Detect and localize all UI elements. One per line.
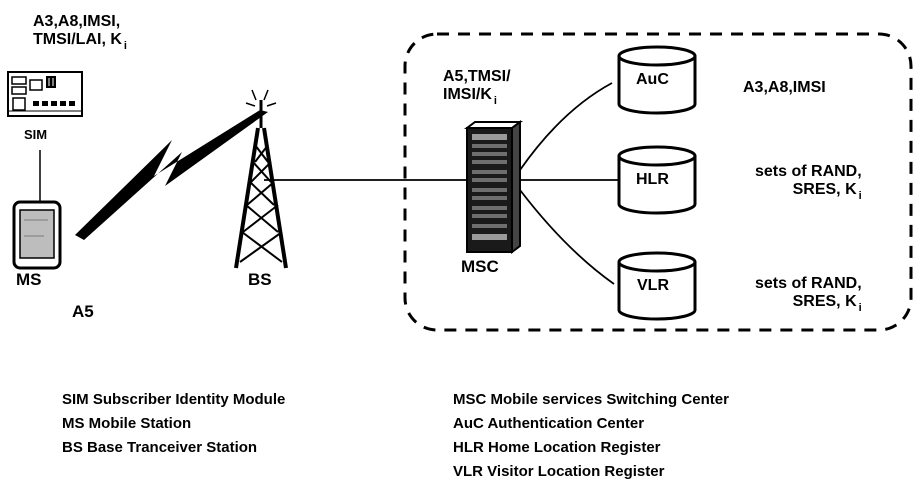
legend-item: AuC Authentication Center — [453, 415, 645, 432]
hlr-data-line2: SRES, K — [792, 181, 857, 199]
bs-label: BS — [248, 270, 272, 289]
a5-label: A5 — [72, 302, 94, 321]
msc-data-line1: A5,TMSI/ — [443, 68, 511, 85]
legend-item: SIM Subscriber Identity Module — [62, 391, 286, 408]
radio-link-icon — [75, 110, 268, 240]
legend-left: SIM Subscriber Identity Module MS Mobile… — [62, 388, 285, 460]
auc-name: AuC — [636, 71, 669, 88]
sim-data-line1: A3,A8,IMSI, — [33, 13, 121, 30]
legend-item: BS Base Tranceiver Station — [62, 439, 258, 456]
vlr-data-subscript: i — [858, 302, 862, 315]
sim-data-subscript: i — [123, 40, 127, 53]
base-station-tower-icon — [234, 89, 288, 269]
legend-item: HLR Home Location Register — [453, 439, 661, 456]
vlr-database-icon — [617, 251, 697, 321]
msc-auc-link — [519, 82, 613, 171]
msc-vlr-link — [519, 189, 615, 285]
auc-database-icon — [617, 45, 697, 115]
auc-stored-data: A3,A8,IMSI — [743, 79, 826, 96]
hlr-data-subscript: i — [858, 190, 862, 203]
mobile-station-icon — [12, 200, 62, 270]
vlr-name: VLR — [637, 277, 669, 294]
msc-data-line2: IMSI/K — [443, 86, 492, 104]
legend-item: VLR Visitor Location Register — [453, 463, 665, 480]
msc-server-icon — [464, 120, 523, 254]
legend-item: MSC Mobile services Switching Center — [453, 391, 729, 408]
hlr-data-line1: sets of RAND, — [755, 163, 862, 180]
ms-label: MS — [16, 270, 42, 289]
network-subsystem-boundary — [403, 32, 913, 332]
vlr-data-line2: SRES, K — [792, 293, 857, 311]
msc-label: MSC — [461, 257, 499, 276]
sim-label: SIM — [24, 127, 48, 142]
legend-right: MSC Mobile services Switching Center AuC… — [453, 388, 729, 484]
legend-item: MS Mobile Station — [62, 415, 192, 432]
sim-card-icon — [7, 71, 83, 117]
hlr-database-icon — [617, 145, 697, 215]
vlr-data-line1: sets of RAND, — [755, 275, 862, 292]
hlr-name: HLR — [636, 171, 669, 188]
sim-data-line2: TMSI/LAI, K — [33, 31, 122, 49]
msc-data-subscript: i — [493, 95, 497, 108]
